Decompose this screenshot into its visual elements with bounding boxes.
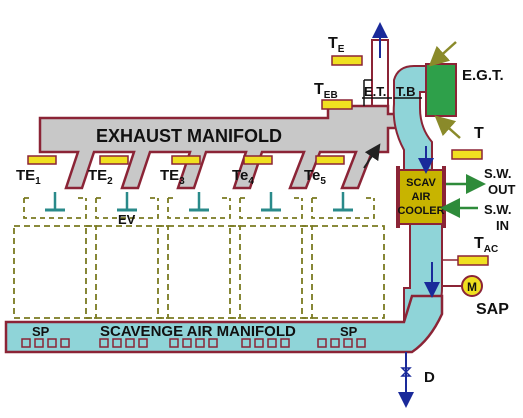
scavenge-port [60, 338, 70, 348]
cylinder-temp-label-sub: 2 [107, 176, 113, 187]
cylinder-temp-label-sub: 1 [35, 176, 41, 187]
sp-left-label: SP [32, 324, 50, 339]
cylinder-temp-sensor [243, 155, 273, 165]
cylinder-temp-sensor [315, 155, 345, 165]
cooler-label-2: AIR [412, 191, 431, 203]
cylinder-liner-outline [13, 225, 97, 319]
motor-icon [461, 275, 483, 297]
scavenge-port [125, 338, 135, 348]
scavenge-port [317, 338, 327, 348]
cylinder-temp-label: TE1 [16, 167, 41, 187]
cylinder-liner-outline [301, 225, 385, 319]
scavenge-port [330, 338, 340, 348]
cylinder-temp-label-base: Te [304, 167, 320, 184]
cylinder-outlines [13, 197, 385, 319]
scavenge-port [343, 338, 353, 348]
sensor-tac [457, 255, 489, 266]
drain-label: D [424, 369, 435, 386]
cylinder-temp-label-base: TE [88, 167, 107, 184]
cylinder-head-outline [239, 197, 303, 219]
cylinder-head-outline [311, 197, 375, 219]
sw-out-label-2: OUT [488, 182, 516, 197]
sp-right-label: SP [340, 324, 358, 339]
cylinder-temp-label-sub: 3 [179, 176, 185, 187]
turbo-air-duct [392, 65, 433, 173]
tb-label: T.B [396, 84, 416, 99]
exhaust-valves [45, 192, 353, 212]
scavenge-port [241, 338, 251, 348]
cylinder-temp-label: TE2 [88, 167, 113, 187]
cylinder-temp-sensor [99, 155, 129, 165]
scavenge-port [138, 338, 148, 348]
cylinder-head-outline [23, 197, 87, 219]
tac-label: TAC [474, 235, 498, 255]
scavenge-port [280, 338, 290, 348]
cylinder-head-outline [167, 197, 231, 219]
sw-in-label-2: IN [496, 218, 509, 233]
ev-label: EV [118, 212, 136, 227]
cylinder-liner-outline [85, 225, 169, 319]
egt-box [425, 63, 457, 117]
drain-valve [400, 367, 412, 377]
scavenge-port [169, 338, 179, 348]
scavenge-port [21, 338, 31, 348]
scavenge-port [267, 338, 277, 348]
cylinder-temp-label: TE3 [160, 167, 185, 187]
egt-arrow [428, 41, 457, 67]
cylinder-head-outline [95, 197, 159, 219]
egt-label: E.G.T. [462, 67, 504, 84]
cylinder-temp-label-base: TE [16, 167, 35, 184]
t-label: T [474, 125, 484, 142]
cylinder-temp-label: Te4 [232, 167, 254, 187]
te-label: TE [328, 35, 345, 55]
scavenge-port [356, 338, 366, 348]
teb-label: TEB [314, 81, 338, 101]
exhaust-manifold-label: EXHAUST MANIFOLD [96, 126, 282, 146]
sap-label: SAP [476, 301, 509, 318]
scavenge-manifold-label: SCAVENGE AIR MANIFOLD [100, 323, 296, 340]
motor-label: M [467, 280, 477, 294]
scavenge-ports [21, 338, 366, 348]
cylinder-temp-label-base: TE [160, 167, 179, 184]
scavenge-port [182, 338, 192, 348]
cylinder-liner-outline [229, 225, 313, 319]
sw-in-label-1: S.W. [484, 202, 511, 217]
et-label: E.T. [364, 84, 386, 99]
scavenge-port [208, 338, 218, 348]
flow-arrow-exhaust [363, 143, 381, 169]
sw-out-label-1: S.W. [484, 166, 511, 181]
cooler-label-1: SCAV [406, 177, 436, 189]
cylinder-temp-label-sub: 5 [320, 176, 326, 187]
scavenge-port [195, 338, 205, 348]
scavenge-port [112, 338, 122, 348]
t-arrow [434, 115, 461, 139]
scavenge-port [99, 338, 109, 348]
sensor-t [451, 149, 483, 160]
scavenge-port [47, 338, 57, 348]
cylinder-liner-outline [157, 225, 241, 319]
cooler-label-3: COOLER [397, 205, 444, 217]
scavenge-port [254, 338, 264, 348]
cylinder-temp-label-base: Te [232, 167, 248, 184]
cylinder-temp-sensor [171, 155, 201, 165]
scavenge-port [34, 338, 44, 348]
sensor-teb [321, 99, 353, 110]
cylinder-temp-label: Te5 [304, 167, 326, 187]
sensor-te [331, 55, 363, 66]
cylinder-temp-label-sub: 4 [248, 176, 254, 187]
cylinder-temp-sensor [27, 155, 57, 165]
